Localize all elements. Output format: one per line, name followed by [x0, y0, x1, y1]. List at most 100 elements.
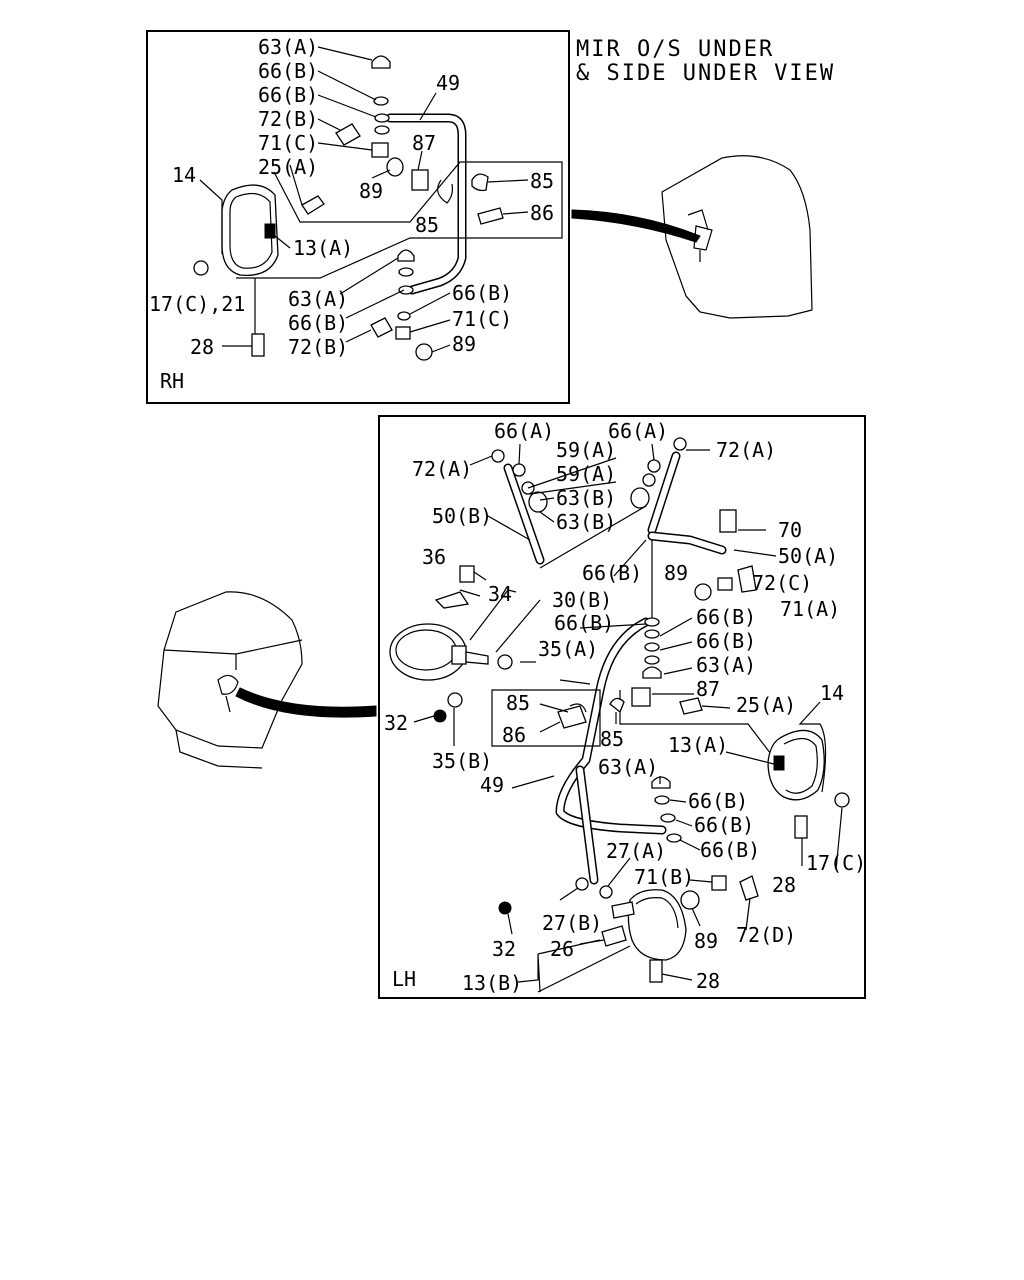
lh-washer-66b-low-1	[654, 795, 670, 805]
label-71b: 71(B)	[634, 865, 694, 889]
label-63b: 63(B)	[556, 510, 616, 534]
label-66b: 66(B)	[696, 605, 756, 629]
rh-clip-85-right	[471, 173, 489, 192]
label-66b: 66(B)	[258, 83, 318, 107]
label-50b: 50(B)	[432, 504, 492, 528]
lh-bolt-70	[719, 509, 737, 533]
label-72c: 72(C)	[752, 571, 812, 595]
lh-bracket-72c	[737, 565, 757, 593]
lh-clamp-71b	[711, 875, 727, 891]
lh-under-mirror-mount	[451, 645, 467, 665]
lh-cap-63b-left	[528, 491, 548, 513]
lh-screw-89-low	[680, 890, 700, 910]
lh-clip-85-right	[609, 697, 625, 714]
label-59a: 59(A)	[556, 438, 616, 462]
label-71c: 71(C)	[452, 307, 512, 331]
label-85: 85	[506, 691, 530, 715]
rh-cap-nut-63a-top	[371, 55, 391, 69]
lh-screw-32-mid	[433, 709, 447, 723]
rh-clamp-71c-low	[395, 326, 411, 340]
lh-clip-85-left	[569, 703, 587, 713]
lh-washer-66b-low-2	[660, 813, 676, 823]
label-13a: 13(A)	[293, 236, 353, 260]
rh-bracket-72b-top	[335, 123, 361, 146]
label-30b: 30(B)	[552, 588, 612, 612]
rh-cap-nut-63a-low	[397, 249, 415, 262]
label-27b: 27(B)	[542, 911, 602, 935]
label-66a: 66(A)	[608, 419, 668, 443]
label-86: 86	[530, 201, 554, 225]
label-63a: 63(A)	[696, 653, 756, 677]
lh-washer-35a	[497, 654, 513, 670]
lh-washer-72a-left	[491, 449, 505, 463]
label-34: 34	[488, 582, 512, 606]
rh-washer-66b-low-1	[398, 267, 414, 277]
lh-mirror-13b	[627, 889, 687, 961]
label-87: 87	[696, 677, 720, 701]
label-17c: 17(C)	[806, 851, 866, 875]
rh-washer-66b-3	[374, 125, 390, 135]
rh-washer-66b-2	[374, 113, 390, 123]
lh-mirror-14-bracket	[773, 755, 785, 771]
lh-screw-36	[459, 565, 475, 583]
lh-clip-59a-right	[642, 473, 656, 487]
rh-view-arrow	[571, 209, 701, 243]
label-71a: 71(A)	[780, 597, 840, 621]
lh-panel: 66(A) 66(A) 72(A) 72(A) 59(A) 59(A) 63(B…	[378, 415, 866, 999]
label-50a: 50(A)	[778, 544, 838, 568]
rh-panel-frame	[146, 30, 570, 404]
lh-mount-stud	[465, 651, 489, 665]
rh-panel-tag: RH	[160, 369, 184, 393]
label-14: 14	[820, 681, 844, 705]
label-72d: 72(D)	[736, 923, 796, 947]
lh-washer-66a-left	[512, 463, 526, 477]
lh-washer-72a-right	[673, 437, 687, 451]
label-66b: 66(B)	[452, 281, 512, 305]
label-89: 89	[694, 929, 718, 953]
label-66b: 66(B)	[582, 561, 642, 585]
label-59a: 59(A)	[556, 462, 616, 486]
rh-washer-66b-1	[373, 96, 389, 106]
label-28: 28	[772, 873, 796, 897]
label-26: 26	[550, 937, 574, 961]
rh-panel: 63(A) 66(B) 66(B) 72(B) 71(C) 25(A) 14 4…	[146, 30, 570, 404]
lh-panel-frame	[378, 415, 866, 999]
lh-washer-66b-a	[644, 617, 660, 627]
label-25a: 25(A)	[736, 693, 796, 717]
rh-mirror-body	[221, 184, 279, 276]
rh-washer-66b-low-2	[398, 285, 414, 295]
truck-cab-right-view	[571, 155, 813, 319]
label-66b: 66(B)	[696, 629, 756, 653]
label-13b: 13(B)	[462, 971, 522, 995]
lh-screw-32-low	[498, 901, 512, 915]
label-14: 14	[172, 163, 196, 187]
rh-clip-85-left	[437, 179, 454, 204]
lh-washer-66b-c	[644, 642, 660, 652]
lh-washer-27a	[599, 885, 613, 899]
label-63a: 63(A)	[288, 287, 348, 311]
lh-cap-nut-63a-mid	[642, 666, 662, 679]
lh-screw-89-mid	[694, 583, 712, 601]
rh-screw-89-low	[415, 343, 433, 361]
rh-bracket-72b-low	[370, 317, 393, 338]
label-63a: 63(A)	[258, 35, 318, 59]
label-66b: 66(B)	[700, 838, 760, 862]
label-66b: 66(B)	[694, 813, 754, 837]
label-86: 86	[502, 723, 526, 747]
label-89: 89	[359, 179, 383, 203]
label-17c-21: 17(C),21	[149, 292, 245, 316]
rh-clamp-71c-top	[371, 142, 389, 158]
label-35a: 35(A)	[538, 637, 598, 661]
lh-screw-28-right	[794, 815, 808, 839]
label-36: 36	[422, 545, 446, 569]
rh-nut-17c	[193, 260, 209, 276]
lh-bracket-72d	[739, 875, 759, 901]
rh-screw-89-top	[386, 157, 404, 177]
lh-washer-35b	[447, 692, 463, 708]
rh-mirror-bracket	[264, 223, 276, 239]
rh-bolt-25a	[301, 195, 325, 215]
label-49: 49	[480, 773, 504, 797]
label-72b: 72(B)	[288, 335, 348, 359]
lh-washer-66b-low-3	[666, 833, 682, 843]
